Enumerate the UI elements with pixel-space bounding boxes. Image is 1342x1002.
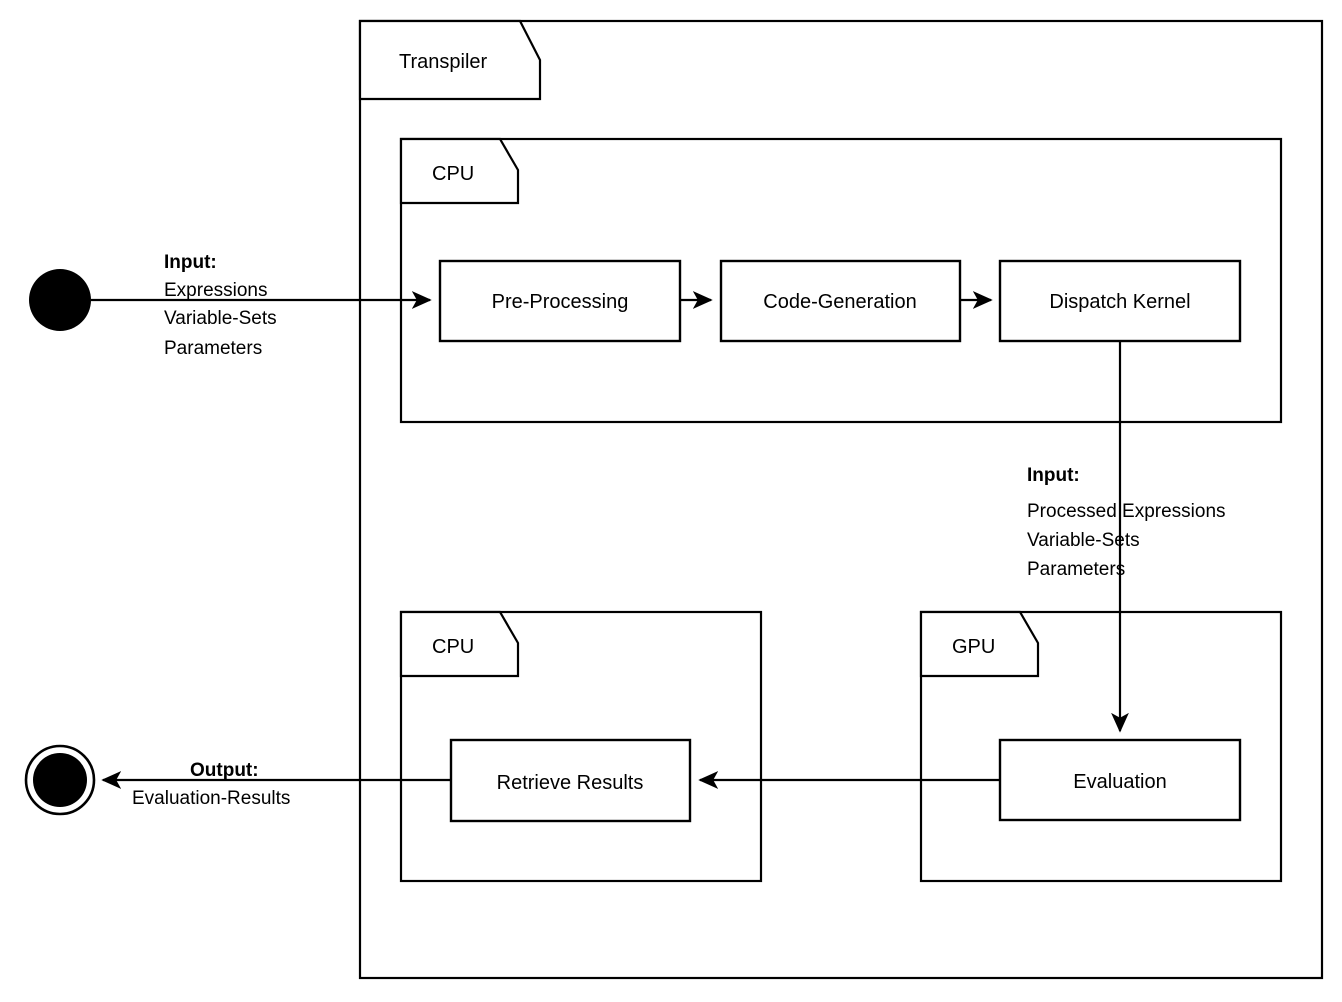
final-node [24, 744, 96, 816]
edge-label-input-gpu-line-3: Parameters [1027, 559, 1125, 580]
activity-evaluation-label: Evaluation [1073, 771, 1166, 793]
frame-gpu-tab [919, 610, 1040, 678]
frame-cpu-bottom-outline [399, 610, 763, 883]
edge-label-input-left-line-1: Expressions [164, 280, 268, 301]
edge-label-input-left: Input: Expressions Variable-Sets Paramet… [164, 252, 277, 359]
frame-gpu: GPU [919, 610, 1283, 883]
final-node-ring [24, 744, 96, 816]
activity-pre-processing-label: Pre-Processing [492, 291, 629, 313]
final-node-core [33, 753, 87, 807]
frame-transpiler-outline [358, 19, 1324, 980]
edge-label-input-left-line-3: Parameters [164, 338, 262, 359]
frame-cpu-top-outline [399, 137, 1283, 424]
activity-pre-processing-box[interactable] [438, 259, 682, 343]
activity-dispatch-kernel[interactable]: Dispatch Kernel [998, 259, 1242, 343]
frame-cpu-top-label: CPU [432, 163, 474, 185]
initial-node [29, 269, 91, 331]
activity-retrieve-results-box[interactable] [449, 738, 692, 823]
edge-label-output-heading: Output: [190, 760, 259, 781]
edge-label-input-gpu-line-2: Variable-Sets [1027, 530, 1140, 551]
edge-label-output-line-1: Evaluation-Results [132, 788, 290, 809]
frame-cpu-bottom-tab [399, 610, 520, 678]
activity-code-generation[interactable]: Code-Generation [719, 259, 962, 343]
activity-dispatch-kernel-label: Dispatch Kernel [1049, 291, 1190, 313]
activity-dispatch-kernel-box[interactable] [998, 259, 1242, 343]
frame-transpiler-label: Transpiler [399, 51, 488, 73]
frame-gpu-label: GPU [952, 636, 995, 658]
frame-cpu-bottom-label: CPU [432, 636, 474, 658]
edge-label-input-left-heading: Input: [164, 252, 217, 273]
edge-label-output: Output: Evaluation-Results [132, 760, 290, 809]
activity-pre-processing[interactable]: Pre-Processing [438, 259, 682, 343]
frame-transpiler: Transpiler [358, 19, 1324, 980]
frame-gpu-outline [919, 610, 1283, 883]
activity-evaluation[interactable]: Evaluation [998, 738, 1242, 822]
activity-retrieve-results-label: Retrieve Results [497, 772, 644, 794]
activity-retrieve-results[interactable]: Retrieve Results [449, 738, 692, 823]
edge-label-input-gpu-line-1: Processed Expressions [1027, 501, 1226, 522]
frame-transpiler-tab [358, 19, 542, 101]
activity-code-generation-label: Code-Generation [763, 291, 916, 313]
edge-label-input-gpu-heading: Input: [1027, 465, 1080, 486]
edge-label-input-gpu: Input: Processed Expressions Variable-Se… [1027, 465, 1226, 580]
activity-evaluation-box[interactable] [998, 738, 1242, 822]
edge-label-input-left-line-2: Variable-Sets [164, 308, 277, 329]
frame-cpu-top: CPU [399, 137, 1283, 424]
frame-cpu-bottom: CPU [399, 610, 763, 883]
frame-cpu-top-tab [399, 137, 520, 205]
